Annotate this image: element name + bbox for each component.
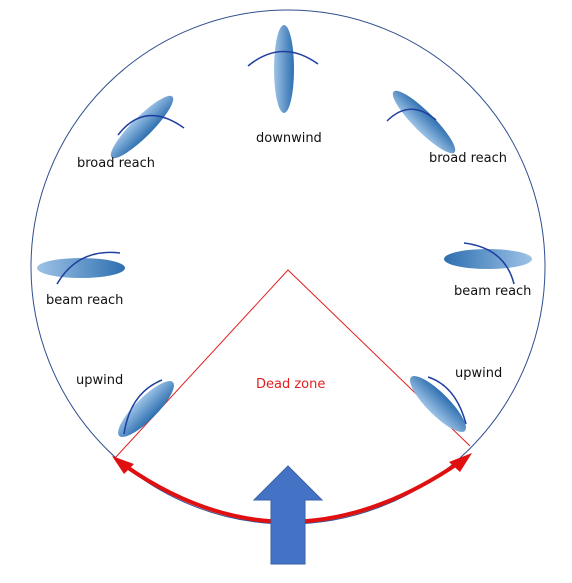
label-beam-reach-right: beam reach	[454, 284, 532, 299]
label-downwind: downwind	[256, 131, 322, 146]
dead-zone-wedge	[114, 269, 471, 459]
sail-broad-reach-right	[386, 108, 437, 122]
label-dead-zone: Dead zone	[256, 377, 326, 392]
boat-broad-reach-left	[110, 95, 174, 159]
label-broad-reach-right: broad reach	[429, 151, 508, 166]
label-beam-reach-left: beam reach	[46, 293, 124, 308]
label-upwind-left: upwind	[76, 373, 124, 388]
label-upwind-right: upwind	[455, 366, 503, 381]
hull-beam-reach-left	[37, 258, 125, 278]
wind-arrow	[252, 465, 324, 565]
boat-broad-reach-right	[392, 90, 456, 154]
hull-broad-reach-left	[110, 95, 174, 159]
tack-arrowhead-right	[449, 453, 472, 472]
sail-upwind-left	[123, 379, 163, 435]
boat-beam-reach-right	[444, 249, 532, 269]
boat-upwind-right	[410, 376, 466, 432]
hull-upwind-left	[118, 381, 174, 437]
hull-broad-reach-right	[392, 90, 456, 154]
sail-beam-reach-right	[463, 242, 515, 285]
sail-downwind	[247, 50, 319, 67]
tack-arrowhead-left	[112, 456, 134, 474]
hull-downwind	[274, 25, 294, 113]
boat-beam-reach-left	[37, 251, 125, 285]
hull-upwind-right	[410, 376, 466, 432]
sail-broad-reach-left	[117, 114, 185, 136]
boat-upwind-left	[118, 381, 174, 437]
hull-beam-reach-right	[444, 249, 532, 269]
label-broad-reach-left: broad reach	[77, 156, 156, 171]
boat-downwind	[247, 25, 319, 113]
sail-upwind-right	[427, 376, 467, 425]
sail-beam-reach-left	[56, 251, 121, 285]
